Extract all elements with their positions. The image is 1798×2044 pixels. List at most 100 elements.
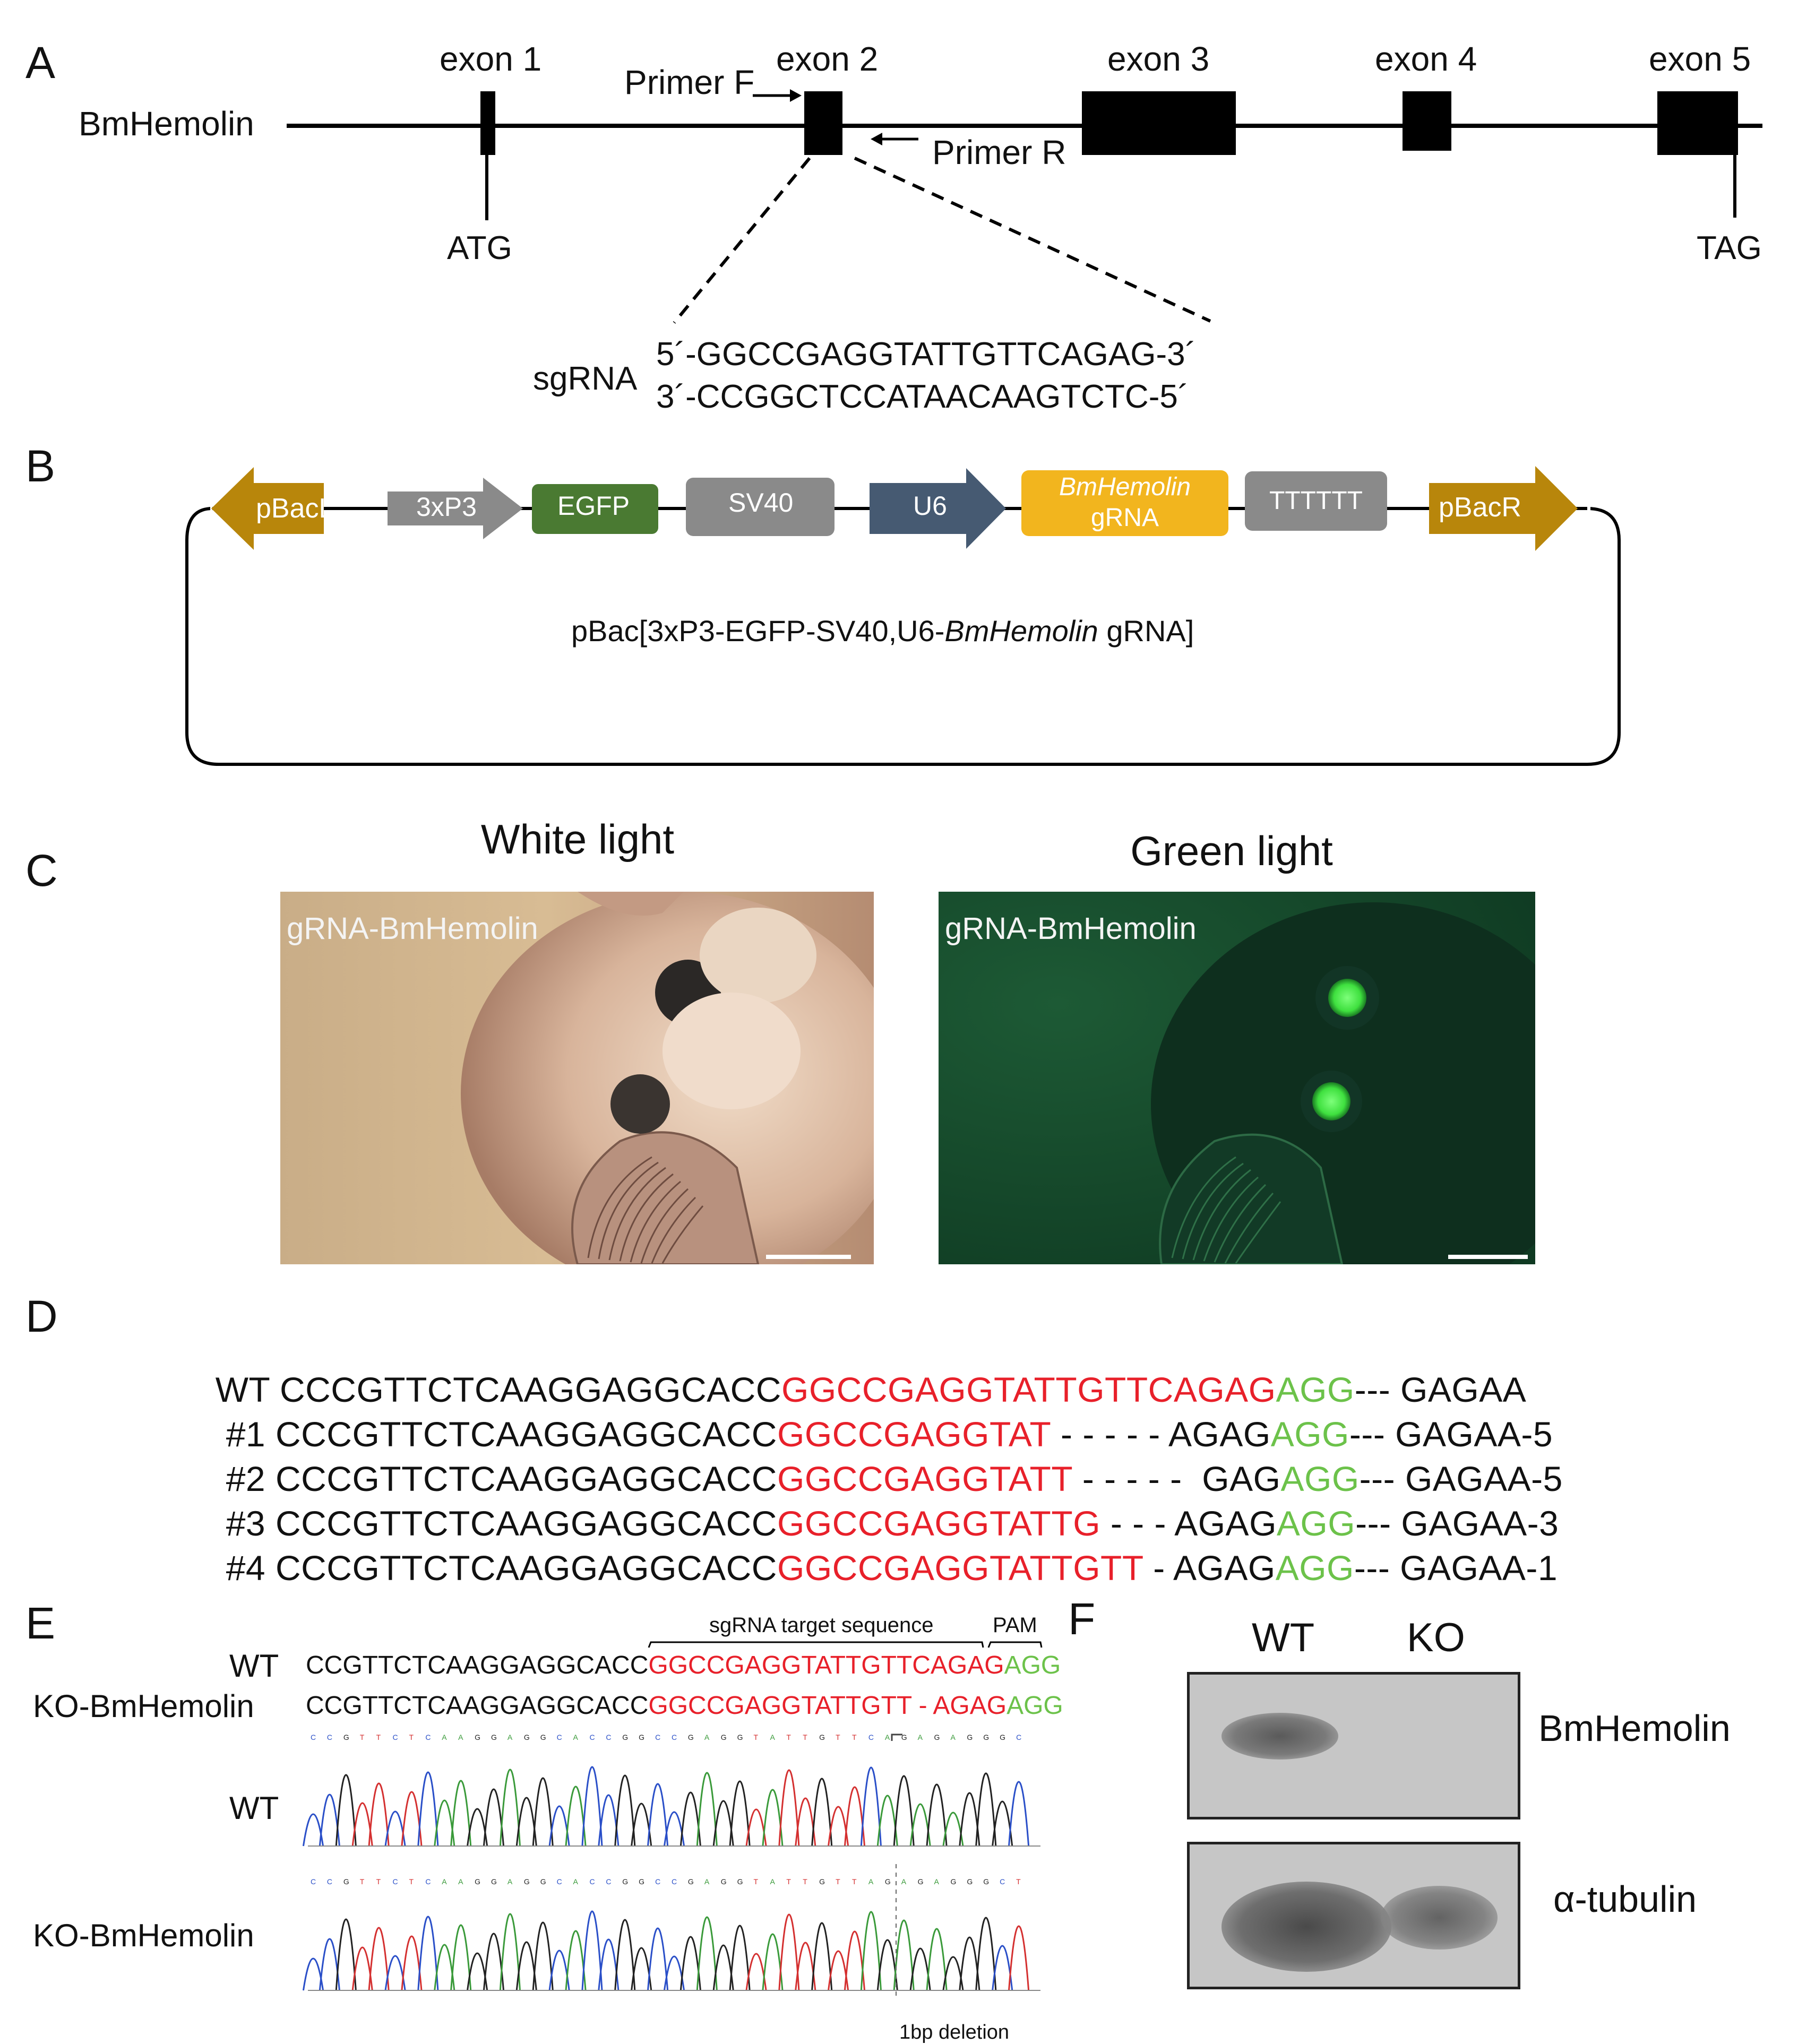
trace-peak-C — [598, 1794, 620, 1847]
trace-base-call: G — [934, 1733, 940, 1741]
row-tail: --- GAGAA-5 — [1359, 1459, 1563, 1498]
row-prefix: CCCGTTCTCAAGGAGGCACC — [275, 1415, 777, 1454]
trace-base-call: A — [442, 1733, 447, 1741]
trace-base-call: G — [918, 1877, 924, 1886]
exon-2-box — [804, 91, 842, 155]
trace-peak-G — [959, 1936, 980, 1991]
wt-seq-target: GGCCGAGGTATTGTTCAGAG — [648, 1651, 1004, 1679]
sequence-row-wt: WT CCCGTTCTCAAGGAGGCACCGGCCGAGGTATTGTTCA… — [195, 1329, 1526, 1410]
trace-base-call: G — [885, 1877, 891, 1886]
trace-base-call: G — [491, 1877, 497, 1886]
trace-peak-T — [795, 1797, 816, 1847]
row-target: GGCCGAGGTATT — [777, 1459, 1072, 1498]
pbacr-label: pBacR — [1439, 492, 1522, 523]
trace-peak-G — [335, 1774, 357, 1847]
trace-base-call: C — [557, 1733, 562, 1741]
ko-seq-prefix: CCGTTCTCAAGGAGGCACC — [306, 1692, 649, 1720]
grna-label-line2: gRNA — [1090, 504, 1159, 532]
sgrna-top-strand: 5´-GGCCGAGGTATTGTTCAGAG-3´ — [656, 336, 1197, 373]
trace-base-call: C — [327, 1877, 332, 1886]
zoom-line-left — [673, 157, 811, 324]
row-id: WT — [215, 1370, 270, 1409]
exon-4-label: exon 4 — [1375, 40, 1477, 78]
trace-base-call: C — [868, 1733, 874, 1741]
trace-base-call: C — [393, 1877, 398, 1886]
trace-peak-C — [860, 1766, 882, 1847]
trace-base-call: T — [409, 1733, 414, 1741]
trace-base-call: T — [786, 1733, 791, 1741]
trace-peak-A — [450, 1924, 472, 1991]
trace-base-call: C — [1000, 1877, 1005, 1886]
trace-base-call: A — [934, 1877, 940, 1886]
row-mid: AGAG — [1173, 1548, 1276, 1588]
row-tail: --- GAGAA-5 — [1349, 1415, 1553, 1454]
trace-peak-T — [795, 1942, 816, 1991]
panel-f-label: F — [1068, 1594, 1096, 1644]
trace-base-call: G — [688, 1733, 694, 1741]
ko-seq-pam: AGG — [1006, 1692, 1063, 1720]
green-light-eye-lower — [1312, 1082, 1350, 1120]
trace-peak-G — [712, 1944, 734, 1991]
trace-peak-A — [565, 1930, 587, 1991]
trace-peak-C — [992, 1945, 1013, 1991]
trace-peak-A — [565, 1786, 587, 1847]
trace-base-call: T — [754, 1733, 759, 1741]
trace-peak-G — [335, 1918, 357, 1991]
trace-base-call: T — [754, 1877, 759, 1886]
trace-base-call: C — [589, 1877, 595, 1886]
sequence-row-4: #4 CCCGTTCTCAAGGAGGCACCGGCCGAGGTATTGTT -… — [206, 1507, 1558, 1588]
trace-base-call: A — [573, 1733, 579, 1741]
trace-base-call: T — [376, 1733, 381, 1741]
wt-short-sequence: CCGTTCTCAAGGAGGCACCGGCCGAGGTATTGTTCAGAGA… — [306, 1651, 1061, 1680]
construct-name-gene: BmHemolin — [944, 614, 1098, 648]
trace-base-call: G — [639, 1733, 644, 1741]
trace-base-call: A — [901, 1877, 907, 1886]
trace-base-call: T — [803, 1877, 807, 1886]
trace-base-call: G — [950, 1877, 956, 1886]
trace-base-call: C — [557, 1877, 562, 1886]
row-id: #3 — [226, 1504, 266, 1543]
u6-label: U6 — [913, 491, 947, 521]
row-prefix: CCCGTTCTCAAGGAGGCACC — [275, 1504, 777, 1543]
trace-base-call: T — [409, 1877, 414, 1886]
row-gap: - — [1143, 1548, 1173, 1588]
exon-3-box — [1082, 91, 1236, 155]
sv40-box — [686, 478, 835, 536]
exon-4-box — [1403, 91, 1451, 151]
trace-base-call: C — [655, 1877, 660, 1886]
trace-base-call: G — [540, 1733, 546, 1741]
trace-base-call: T — [360, 1877, 365, 1886]
trace-base-call: G — [622, 1733, 628, 1741]
sgrna-bottom-strand: 3´-CCGGCTCCATAACAAGTCTC-5´ — [656, 378, 1189, 415]
trace-peak-A — [434, 1944, 455, 1991]
lane-wt-label: WT — [1252, 1615, 1315, 1660]
trace-base-call: C — [425, 1877, 431, 1886]
trace-peak-A — [696, 1772, 718, 1847]
panel-a-label: A — [25, 38, 56, 88]
wt-seq-row-label: WT — [229, 1648, 279, 1684]
trace-base-call: C — [672, 1877, 677, 1886]
row-tail: --- GAGAA-3 — [1355, 1504, 1559, 1543]
row-id: #2 — [226, 1459, 266, 1498]
trace-base-call: G — [721, 1877, 727, 1886]
western-blot-bmhemolin — [1187, 1672, 1520, 1819]
row-gap: - - - — [1100, 1504, 1175, 1543]
trace-peak-T — [778, 1769, 800, 1847]
white-light-title: White light — [480, 816, 675, 863]
trace-base-call: G — [475, 1877, 480, 1886]
trace-peak-A — [876, 1795, 898, 1847]
trace-peak-C — [647, 1783, 669, 1847]
trace-base-call: G — [524, 1877, 530, 1886]
trace-peak-T — [844, 1930, 866, 1991]
polyt-box — [1245, 471, 1387, 531]
trace-base-call: A — [704, 1877, 710, 1886]
row-pam: AGG — [1275, 1548, 1354, 1588]
panel-e-label: E — [25, 1598, 56, 1648]
trace-base-call: C — [393, 1733, 398, 1741]
egfp-label: EGFP — [557, 491, 630, 521]
trace-peak-G — [893, 1775, 915, 1847]
trace-base-call: C — [589, 1733, 595, 1741]
trace-base-call: G — [967, 1877, 973, 1886]
